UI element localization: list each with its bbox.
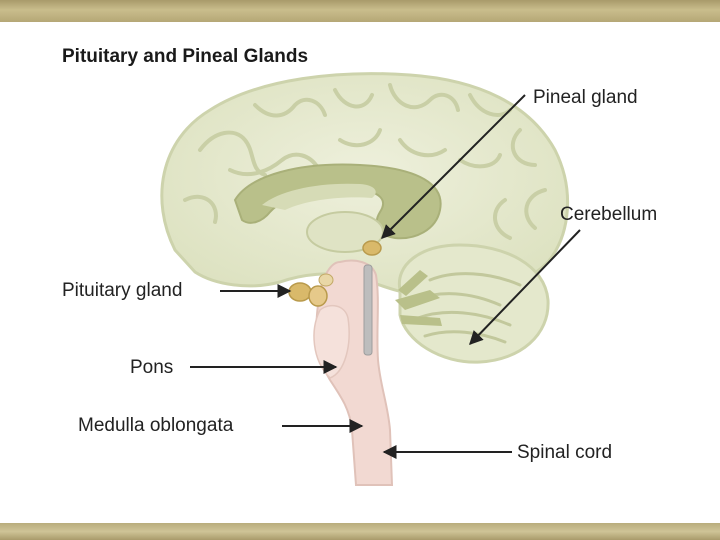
- arrow-pineal-gland: [381, 94, 526, 239]
- lateral-ventricle: [262, 183, 376, 210]
- label-pituitary-gland: Pituitary gland: [62, 280, 182, 301]
- cerebral-aqueduct: [363, 264, 373, 356]
- label-medulla-oblongata: Medulla oblongata: [78, 415, 234, 436]
- diagram-title: Pituitary and Pineal Glands: [62, 46, 308, 67]
- label-cerebellum: Cerebellum: [560, 204, 657, 225]
- pons-shape: [313, 304, 350, 379]
- label-spinal-cord: Spinal cord: [517, 442, 612, 463]
- top-decorative-bar: [0, 0, 720, 22]
- gyri-folds: [183, 83, 547, 240]
- label-pineal-gland: Pineal gland: [533, 87, 638, 108]
- arbor-vitae: [395, 270, 442, 326]
- arrow-cerebellum: [469, 229, 581, 346]
- bottom-decorative-bar: [0, 523, 720, 540]
- pituitary-gland-shape: [288, 273, 334, 307]
- pineal-gland-shape: [362, 240, 382, 256]
- label-pons: Pons: [130, 357, 173, 378]
